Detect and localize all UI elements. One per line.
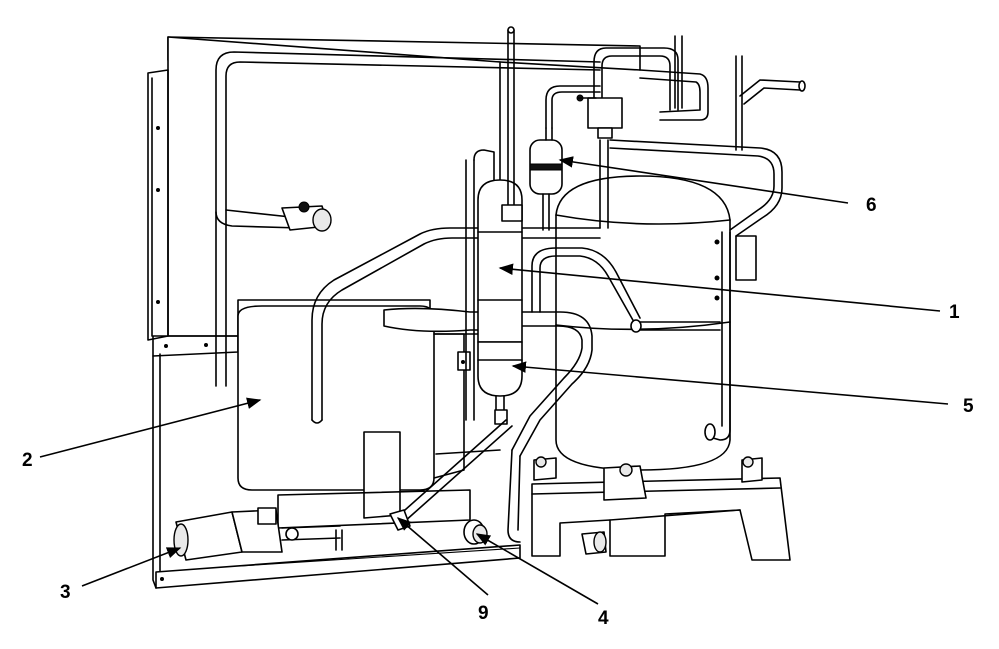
- callout-labels: 1 2 3 4 5 6 9: [22, 195, 974, 629]
- discharge-loop: [311, 139, 609, 424]
- piping-left: [215, 51, 601, 387]
- leader-4: [475, 533, 599, 605]
- left-valve: [281, 201, 332, 232]
- right-compressor: [533, 175, 763, 501]
- callout-9: 9: [478, 603, 489, 624]
- callout-1: 1: [949, 302, 960, 323]
- piping-top-right: [593, 35, 806, 441]
- callout-3: 3: [60, 582, 71, 603]
- leader-2: [39, 397, 262, 458]
- callout-5: 5: [963, 396, 974, 417]
- accumulator: [465, 26, 523, 425]
- filter-drier: [529, 85, 601, 231]
- loop-right: [531, 247, 721, 333]
- solenoid-valve: [576, 94, 623, 139]
- callout-6: 6: [866, 195, 877, 216]
- callout-4: 4: [598, 608, 609, 629]
- leader-5: [511, 361, 949, 405]
- leader-3: [81, 547, 182, 587]
- leader-1: [498, 263, 941, 312]
- leader-9: [396, 517, 489, 596]
- leader-6: [558, 156, 849, 204]
- callout-2: 2: [22, 450, 33, 471]
- compressor-stand: [531, 477, 791, 561]
- leader-lines: [39, 156, 949, 605]
- left-compressor: [237, 305, 501, 529]
- bottom-components: [173, 419, 607, 561]
